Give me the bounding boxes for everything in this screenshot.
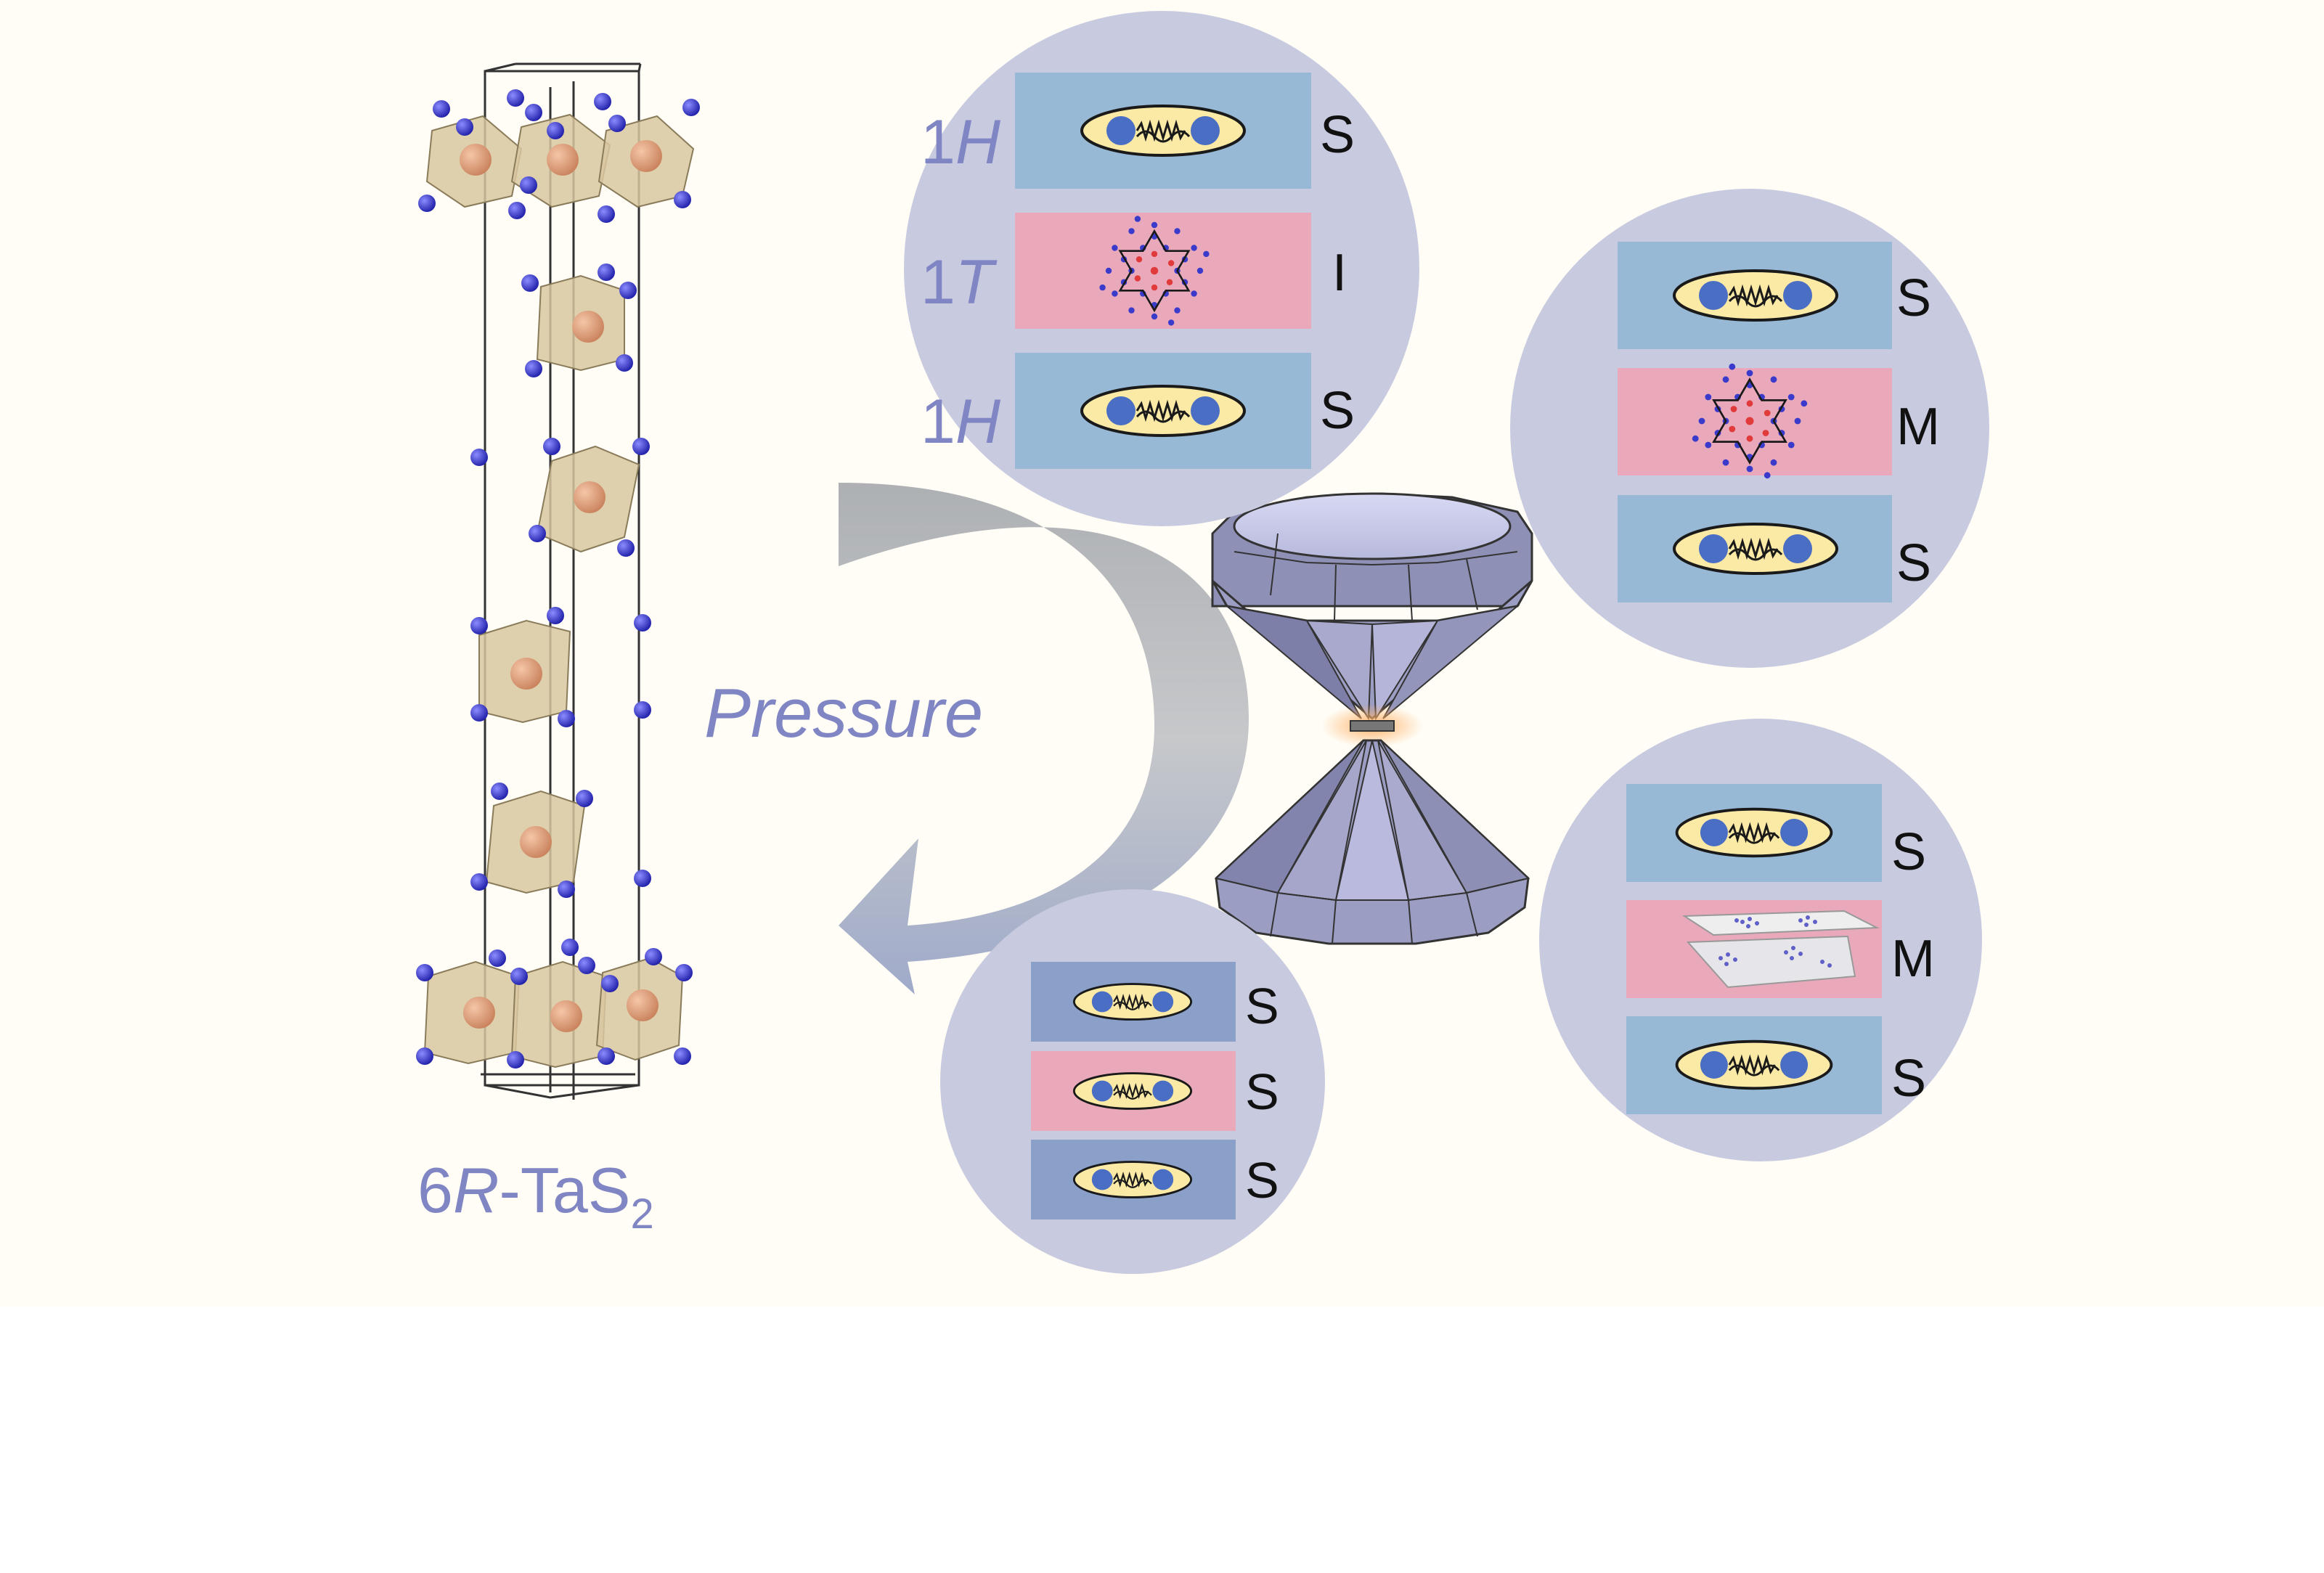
cooper-pair [1675, 1039, 1833, 1090]
state-label: M [1896, 398, 1940, 456]
octahedra-top-row [425, 113, 695, 208]
cooper-pair [1072, 983, 1193, 1021]
state-label: M [1891, 930, 1935, 988]
panel-bottom: S S S [940, 889, 1325, 1274]
octahedra-column [478, 274, 640, 894]
layer-name-3: 1H [921, 387, 1001, 457]
pressure-label: Pressure [704, 674, 983, 752]
unit-cell [481, 62, 642, 1100]
layer-name-1: 1H [921, 107, 1001, 177]
state-label: S [1245, 1063, 1279, 1120]
cooper-pair [1080, 105, 1246, 157]
state-label: S [1891, 823, 1926, 881]
state-label: S [1891, 1050, 1926, 1108]
structure-label: 6R-TaS2 [417, 1154, 654, 1238]
layer-name-2: 1T [921, 248, 998, 317]
panel-top: 1H 1T 1H S I S [904, 11, 1419, 526]
cooper-pair [1080, 385, 1246, 437]
sulfur-atoms-bottom [416, 939, 693, 1069]
layer-1t [1015, 213, 1311, 329]
state-label: I [1332, 244, 1347, 302]
sulfur-atoms-column [470, 263, 651, 898]
cooper-pair [1673, 523, 1838, 575]
cooper-pair [1673, 269, 1838, 322]
pressure-arrow [839, 483, 1249, 994]
sample [1350, 720, 1395, 732]
state-label: S [1320, 382, 1355, 440]
cooper-pair [1072, 1072, 1193, 1110]
cooper-pair [1675, 807, 1833, 858]
cooper-pair [1072, 1161, 1193, 1198]
state-label: S [1896, 269, 1931, 327]
layer-pink [1618, 368, 1892, 475]
octahedra-bottom-row [423, 957, 684, 1069]
state-label: S [1896, 534, 1931, 592]
twisted-cdw-sheets [1681, 910, 1880, 989]
panel-right-bottom: S M S [1539, 719, 1982, 1161]
state-label: S [1245, 1152, 1279, 1209]
diamond-anvil-cell [1211, 492, 1533, 945]
crystal-structure [416, 62, 700, 1100]
sulfur-atoms-top [418, 89, 700, 223]
state-label: S [1245, 978, 1279, 1034]
upper-anvil [1211, 492, 1533, 722]
lower-anvil [1214, 739, 1530, 945]
state-label: S [1320, 106, 1355, 164]
panel-right-top: S M S [1510, 189, 1989, 668]
